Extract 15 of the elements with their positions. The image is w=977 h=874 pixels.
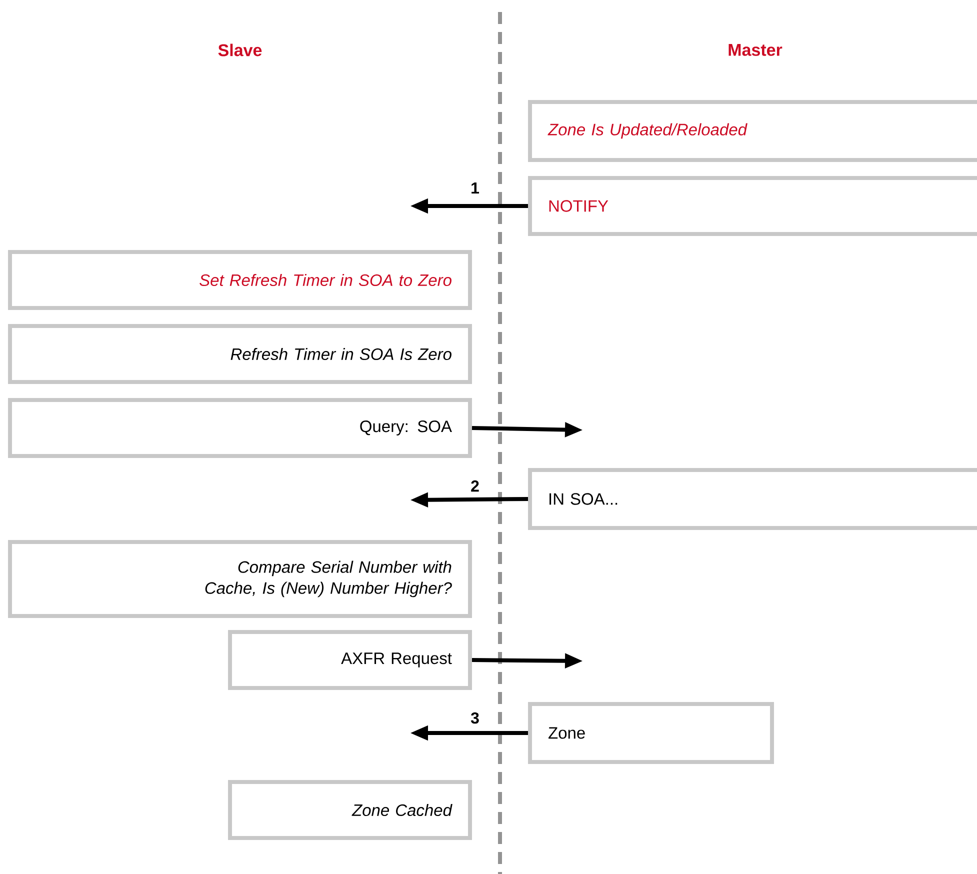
- step-box: Zone Cached: [228, 780, 472, 840]
- step-box: Zone: [528, 702, 774, 764]
- step-number: 3: [470, 712, 479, 724]
- column-heading: Slave: [218, 44, 262, 56]
- step-box: Query: SOA: [8, 398, 472, 458]
- step-box: NOTIFY: [528, 176, 977, 236]
- step-box: Set Refresh Timer in SOA to Zero: [8, 250, 472, 310]
- step-box: Compare Serial Number with Cache, Is (New) Number Higher?: [8, 540, 472, 618]
- step-box: Refresh Timer in SOA Is Zero: [8, 324, 472, 384]
- step-box: AXFR Request: [228, 630, 472, 690]
- step-number: 1: [472, 182, 479, 194]
- step-number: 2: [471, 480, 479, 492]
- step-box: IN SOA...: [528, 468, 977, 530]
- step-box: Zone Is Updated/Reloaded: [528, 100, 977, 162]
- column-heading: Master: [728, 44, 782, 56]
